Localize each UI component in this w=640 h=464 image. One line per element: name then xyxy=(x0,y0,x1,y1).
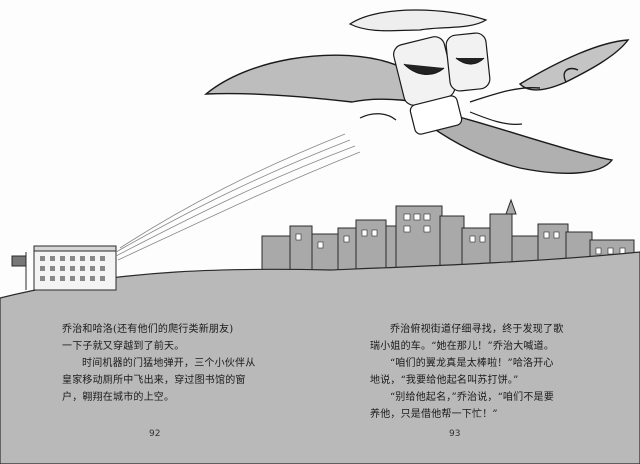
text-line: “别给他起名，”乔治说，“咱们不是要 xyxy=(390,392,554,403)
text-line: 地说，“我要给他起名叫苏打饼。” xyxy=(370,375,519,386)
skyline-windows xyxy=(295,213,626,255)
text-line: “咱们的翼龙真是太棒啦！”哈洛开心 xyxy=(390,358,554,369)
text-line: 皇家移动厕所中飞出来，穿过图书馆的窗 xyxy=(62,375,246,386)
text-line: 瑞小姐的车。“她在那儿！”乔治大喊道。 xyxy=(370,341,555,352)
text-line: 养他，只是借他帮一下忙！” xyxy=(370,409,498,420)
text-line: 户，翱翔在城市的上空。 xyxy=(62,392,175,403)
text-line: 乔治和哈洛(还有他们的爬行类新朋友) xyxy=(62,324,234,335)
text-line: 一下子就又穿越到了前天。 xyxy=(62,341,185,352)
ground xyxy=(0,251,640,464)
page-number-left: 92 xyxy=(149,429,161,439)
text-line: 时间机器的门猛地弹开，三个小伙伴从 xyxy=(82,358,256,369)
right-page-text: 乔治俯视街道仔细寻找，终于发现了歌 瑞小姐的车。“她在那儿！”乔治大喊道。 “咱… xyxy=(370,321,632,423)
text-line: 乔治俯视街道仔细寻找，终于发现了歌 xyxy=(390,324,564,335)
kids-riding xyxy=(348,9,523,135)
library-building xyxy=(11,245,117,291)
pterodactyl xyxy=(203,39,630,174)
flight-trail xyxy=(115,133,361,261)
page-number-right: 93 xyxy=(449,429,461,439)
left-page-text: 乔治和哈洛(还有他们的爬行类新朋友) 一下子就又穿越到了前天。 时间机器的门猛地… xyxy=(62,321,330,406)
